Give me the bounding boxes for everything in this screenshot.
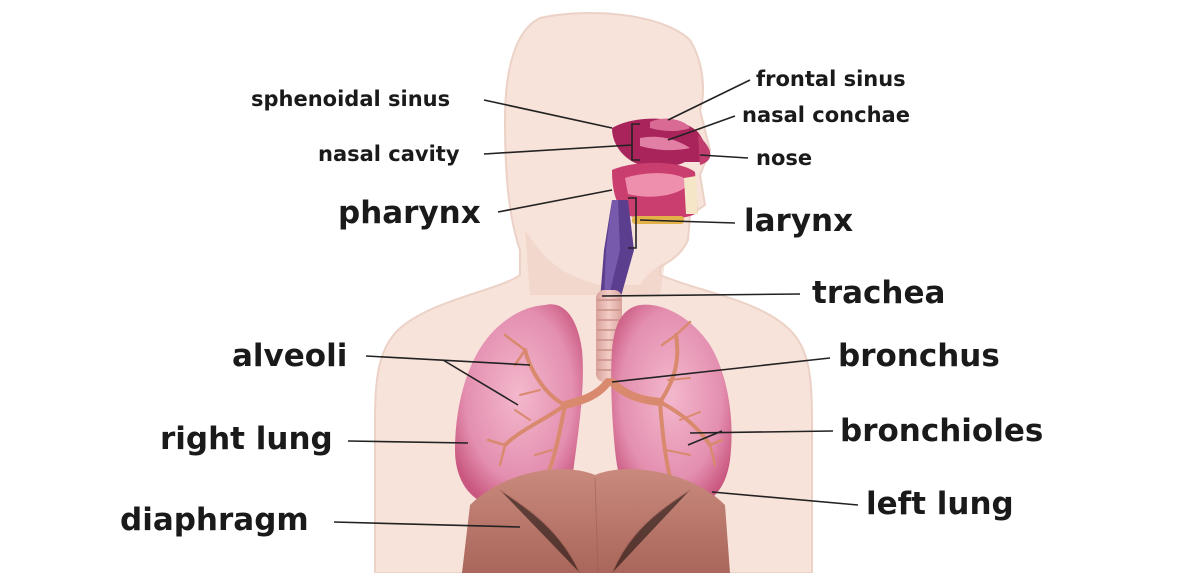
leader-alveoli-a	[365, 355, 531, 366]
label-sphenoidal-sinus: sphenoidal sinus	[251, 87, 451, 111]
left-lung-shape	[611, 304, 732, 507]
tongue-shape	[625, 173, 690, 197]
leader-left-lung	[711, 491, 859, 506]
diaphragm-fibers	[499, 477, 691, 573]
leader-nose	[699, 154, 749, 159]
leader-diaphragm	[333, 521, 521, 528]
frontal-sinus-shape	[650, 118, 690, 131]
label-nasal-cavity: nasal cavity	[318, 142, 460, 166]
label-diaphragm: diaphragm	[120, 502, 309, 538]
leader-bronchioles-b	[687, 430, 723, 446]
bronchial-tree	[486, 320, 724, 497]
leader-lines	[333, 79, 859, 528]
neck-shadow	[525, 230, 665, 295]
label-alveoli: alveoli	[232, 338, 348, 374]
label-larynx: larynx	[744, 203, 854, 239]
leader-nasal-cavity	[483, 144, 633, 155]
leader-frontal-sinus	[667, 79, 751, 121]
label-bronchus: bronchus	[838, 338, 1000, 374]
teeth-shape	[684, 176, 698, 214]
label-bronchioles: bronchioles	[840, 413, 1044, 449]
label-pharynx: pharynx	[338, 195, 481, 231]
leader-nasal-conchae	[667, 115, 736, 141]
label-left-lung: left lung	[866, 486, 1014, 522]
pharynx-highlight	[604, 200, 620, 300]
leader-pharynx	[497, 189, 613, 213]
label-frontal-sinus: frontal sinus	[756, 67, 906, 91]
label-brackets	[628, 123, 640, 249]
leader-right-lung	[347, 440, 469, 444]
nasal-bracket	[631, 123, 640, 161]
nose-shape	[698, 135, 711, 165]
leader-bronchioles	[689, 430, 834, 434]
leader-alveoli-b	[442, 359, 519, 406]
leader-bronchus	[611, 357, 831, 383]
nasal-conchae-shape	[640, 136, 690, 151]
leader-larynx	[639, 219, 736, 224]
label-right-lung: right lung	[160, 421, 333, 457]
label-nose: nose	[756, 146, 813, 170]
label-nasal-conchae: nasal conchae	[742, 103, 910, 127]
leader-sphenoidal-sinus	[483, 99, 613, 129]
label-trachea: trachea	[812, 275, 946, 311]
pharynx-bracket	[628, 197, 637, 249]
leader-trachea	[601, 293, 801, 297]
right-lung-shape	[455, 304, 583, 505]
